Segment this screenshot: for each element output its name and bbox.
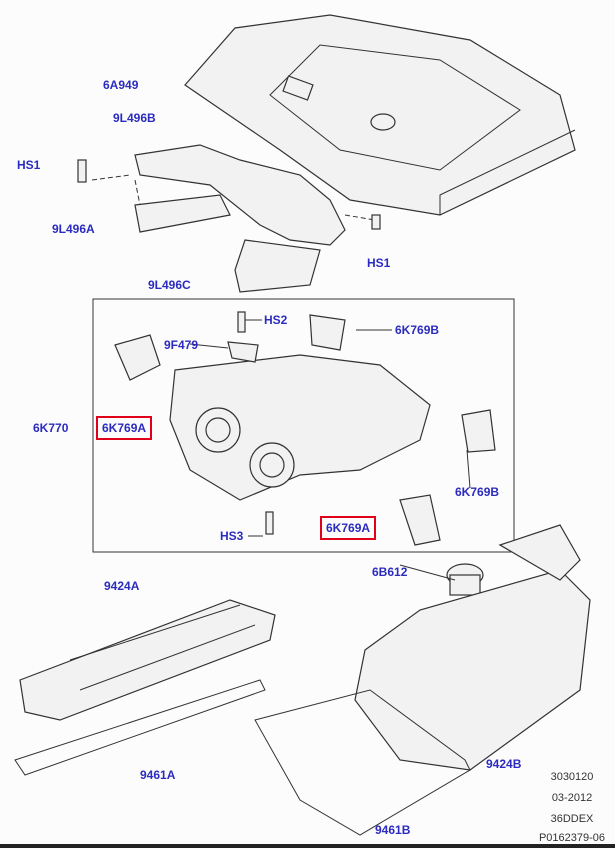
label-hs3: HS3 (220, 529, 244, 543)
label-6b612: 6B612 (372, 565, 408, 579)
intake-manifold-drawing (114, 311, 496, 546)
label-9f479: 9F479 (164, 338, 199, 352)
footer-code: 3030120 (550, 771, 594, 783)
label-hs2: HS2 (264, 313, 288, 327)
bracket-drawing (77, 144, 381, 293)
label-hs1-left: HS1 (17, 158, 41, 172)
valve-cover-left-drawing (14, 599, 276, 776)
label-9461a: 9461A (140, 768, 176, 782)
label-6k769b-top: 6K769B (395, 323, 440, 337)
label-9424a: 9424A (104, 579, 140, 593)
intake-assembly-frame (92, 298, 515, 553)
label-9l496b: 9L496B (113, 111, 156, 125)
engine-cover-drawing (184, 14, 576, 216)
footer-model: 36DDEX (550, 813, 594, 825)
label-6k769b-right: 6K769B (455, 485, 500, 499)
footer-date: 03-2012 (551, 792, 593, 804)
label-9461b: 9461B (375, 823, 411, 837)
label-6k770: 6K770 (33, 421, 69, 435)
label-6k769a-left-highlighted: 6K769A (96, 416, 153, 440)
valve-cover-right-drawing (254, 524, 591, 836)
oil-cap-drawing (446, 563, 484, 596)
label-9l496c: 9L496C (148, 278, 191, 292)
label-9424b: 9424B (486, 757, 522, 771)
footer-ref: P0162379-06 (538, 832, 606, 844)
label-6k769a-right-highlighted: 6K769A (320, 516, 377, 540)
label-hs1-right: HS1 (367, 256, 391, 270)
label-6a949: 6A949 (103, 78, 139, 92)
label-9l496a: 9L496A (52, 222, 95, 236)
